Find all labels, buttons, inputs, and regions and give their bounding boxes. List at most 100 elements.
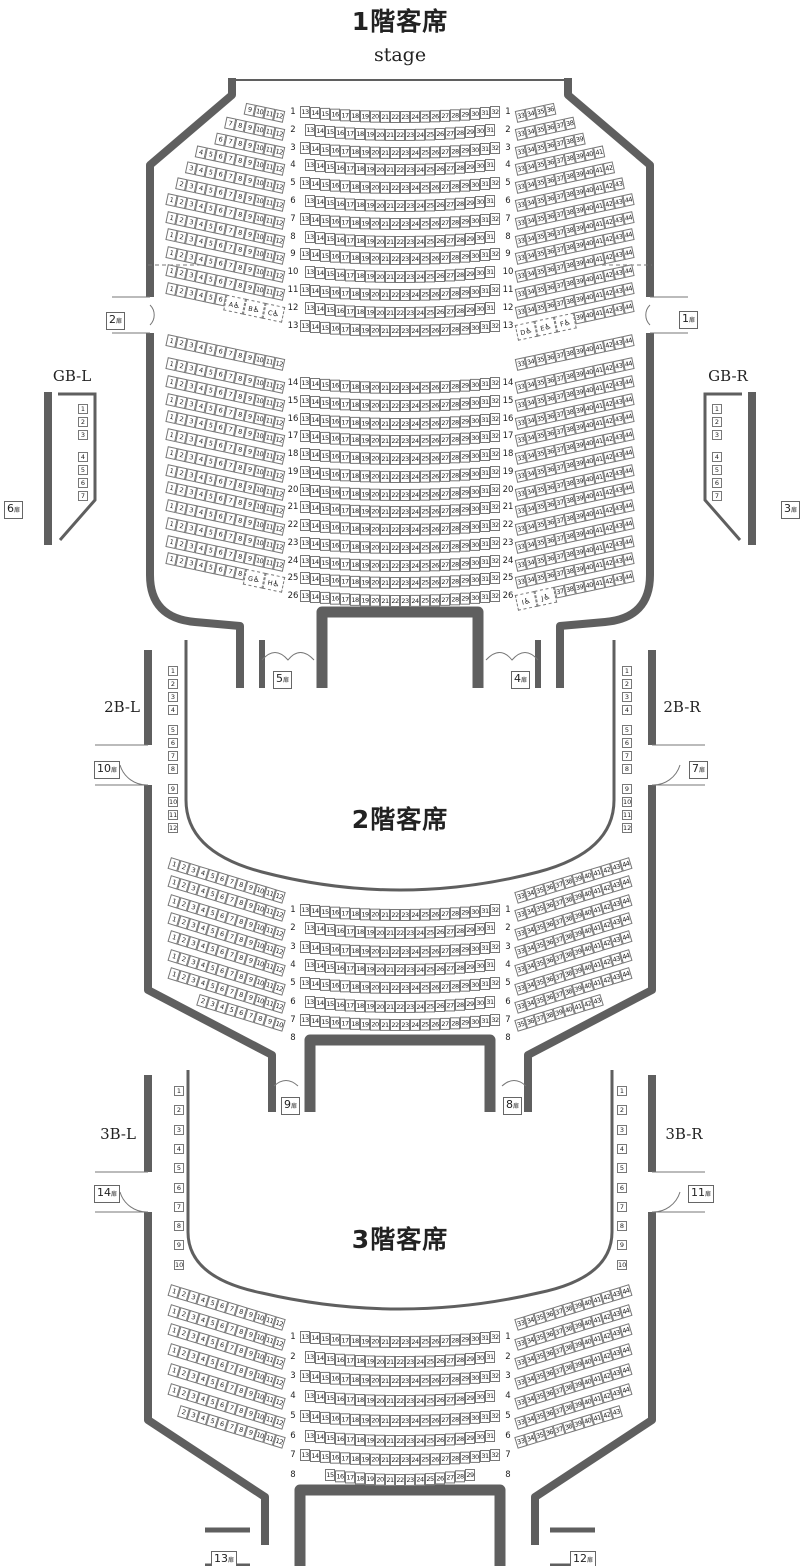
seat[interactable]: 25 (425, 1355, 435, 1368)
seat[interactable]: 23 (400, 435, 410, 448)
seat[interactable]: 13 (300, 394, 310, 407)
seat[interactable]: 20 (370, 146, 380, 159)
seat[interactable]: 26 (430, 1374, 440, 1387)
seat[interactable]: 24 (415, 1000, 425, 1013)
seat[interactable]: 25 (420, 576, 430, 589)
seat[interactable]: 22 (390, 470, 400, 483)
seat[interactable]: 26 (430, 944, 440, 957)
seat[interactable]: 19 (360, 541, 370, 554)
seat[interactable]: 7 (622, 751, 632, 761)
seat[interactable]: 5 (617, 1163, 627, 1174)
seat[interactable]: 17 (340, 980, 350, 993)
seat[interactable]: 25 (420, 399, 430, 412)
seat[interactable]: 26 (430, 1414, 440, 1427)
seat[interactable]: 32 (490, 1449, 500, 1462)
seat[interactable]: 13 (300, 519, 310, 531)
seat[interactable]: 16 (335, 925, 345, 938)
seat[interactable]: 17 (345, 962, 355, 975)
seat[interactable]: 20 (370, 110, 380, 123)
seat[interactable]: 17 (340, 415, 350, 428)
seat[interactable]: 14 (310, 978, 320, 991)
seat[interactable]: 18 (350, 398, 360, 411)
seat[interactable]: 44 (622, 357, 635, 371)
seat[interactable]: 17 (340, 322, 350, 335)
seat[interactable]: 16 (330, 1373, 340, 1386)
seat[interactable]: 19 (360, 981, 370, 994)
seat[interactable]: 29 (460, 943, 470, 956)
seat[interactable]: 22 (395, 963, 405, 976)
seat[interactable]: 19 (360, 505, 370, 518)
seat[interactable]: 21 (380, 1018, 390, 1031)
seat[interactable]: 22 (390, 1375, 400, 1388)
seat[interactable]: 26 (430, 288, 440, 301)
seat[interactable]: 14 (310, 573, 320, 586)
seat[interactable]: 16 (335, 126, 345, 139)
seat[interactable]: 30 (470, 1332, 480, 1345)
seat[interactable]: 31 (485, 230, 495, 243)
seat[interactable]: 21 (385, 1000, 395, 1013)
seat[interactable]: 28 (450, 1017, 460, 1030)
seat[interactable]: 8 (168, 764, 178, 774)
seat[interactable]: 28 (455, 233, 465, 246)
seat[interactable]: 18 (355, 926, 365, 939)
seat[interactable]: 14 (310, 320, 320, 333)
seat[interactable]: 19 (360, 594, 370, 607)
seat[interactable]: 17 (340, 907, 350, 920)
seat[interactable]: 25 (425, 128, 435, 141)
seat[interactable]: 24 (415, 235, 425, 248)
seat[interactable]: 20 (370, 399, 380, 412)
seat[interactable]: 16 (335, 998, 345, 1011)
seat[interactable]: 17 (340, 504, 350, 517)
seat[interactable]: 20 (370, 523, 380, 536)
seat[interactable]: 4 (174, 1143, 184, 1154)
seat[interactable]: 21 (380, 470, 390, 483)
seat[interactable]: 22 (390, 488, 400, 501)
seat[interactable]: 31 (480, 284, 490, 297)
seat[interactable]: 41 (593, 145, 606, 160)
seat[interactable]: 20 (370, 324, 380, 337)
seat[interactable]: 1 (78, 404, 88, 414)
seat[interactable]: 25 (425, 1394, 435, 1407)
seat[interactable]: 19 (365, 926, 375, 939)
seat[interactable]: 26 (435, 926, 445, 939)
seat[interactable]: 29 (465, 196, 475, 209)
seat[interactable]: 29 (465, 997, 475, 1010)
seat[interactable]: 22 (395, 1434, 405, 1447)
seat[interactable]: 28 (450, 398, 460, 411)
seat[interactable]: 25 (425, 163, 435, 176)
seat[interactable]: 23 (400, 217, 410, 230)
seat[interactable]: 20 (370, 1375, 380, 1388)
seat[interactable]: 15 (320, 1451, 330, 1464)
seat[interactable]: 18 (350, 487, 360, 500)
seat[interactable]: 18 (350, 576, 360, 589)
seat[interactable]: 29 (465, 161, 475, 174)
seat[interactable]: 22 (390, 435, 400, 448)
seat[interactable]: 26 (430, 181, 440, 194)
seat[interactable]: 31 (485, 1429, 495, 1442)
seat[interactable]: 32 (490, 394, 500, 407)
seat[interactable]: 28 (455, 1392, 465, 1405)
seat[interactable]: 13 (305, 1350, 315, 1363)
seat[interactable]: 22 (390, 110, 400, 123)
seat[interactable]: 22 (395, 1395, 405, 1408)
seat[interactable]: 16 (330, 1016, 340, 1029)
seat[interactable]: 18 (350, 434, 360, 447)
seat[interactable]: 21 (380, 982, 390, 995)
seat[interactable]: 27 (445, 198, 455, 211)
seat[interactable]: 21 (380, 110, 390, 123)
seat[interactable]: 21 (380, 523, 390, 536)
seat[interactable]: 22 (395, 1473, 405, 1486)
seat[interactable]: 25 (420, 1335, 430, 1348)
seat[interactable]: 28 (450, 486, 460, 499)
seat[interactable]: 22 (395, 164, 405, 177)
seat[interactable]: 18 (350, 287, 360, 300)
seat[interactable]: 30 (475, 302, 485, 315)
seat[interactable]: 7 (617, 1201, 627, 1212)
seat[interactable]: 15 (320, 378, 330, 391)
seat[interactable]: 14 (310, 1371, 320, 1384)
seat[interactable]: 29 (460, 286, 470, 299)
seat[interactable]: 30 (470, 574, 480, 587)
seat[interactable]: 6 (168, 738, 178, 748)
seat[interactable]: 19 (360, 487, 370, 500)
seat[interactable]: 22 (390, 182, 400, 195)
